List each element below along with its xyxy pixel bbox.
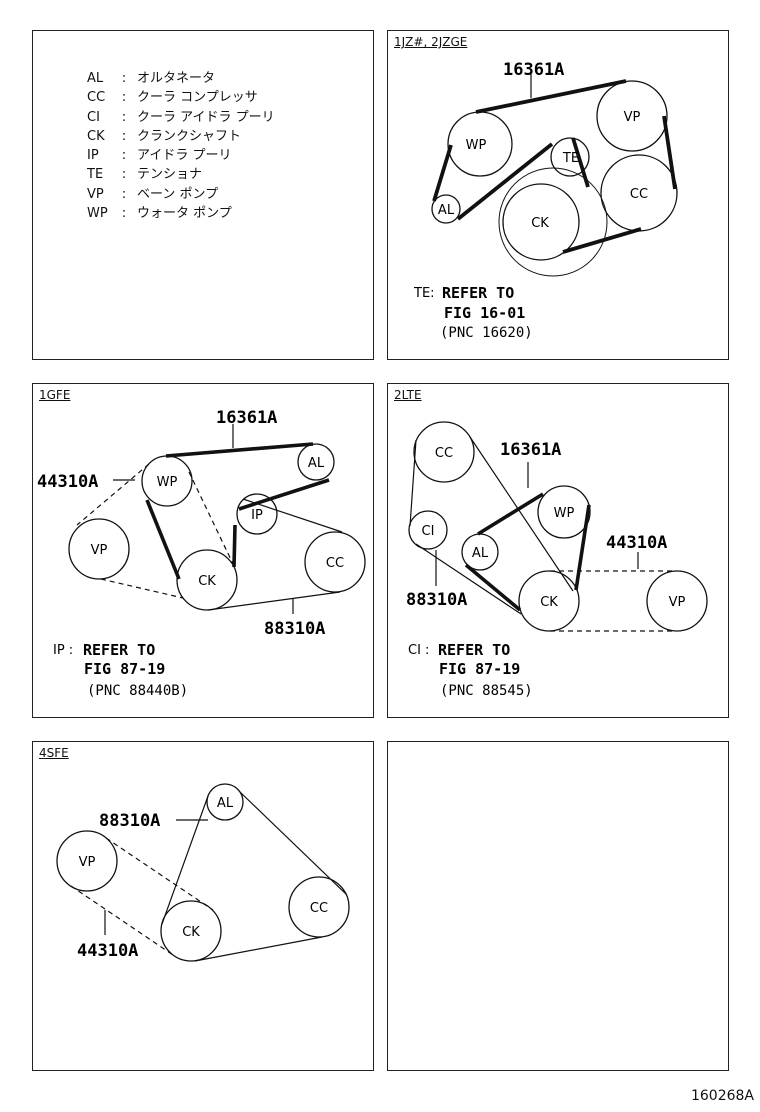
panel-1gfe: 1GFE — [32, 383, 374, 718]
legend-item: WP:ウォータ ポンプ — [87, 206, 232, 222]
label-vp: VP — [79, 855, 96, 870]
label-ci: CI — [422, 524, 435, 539]
pulley-cc — [413, 421, 475, 483]
figure-id: 160268A — [690, 1088, 754, 1104]
note-fig: FIG 87-19 — [84, 660, 165, 678]
part-no-44310a: 44310A — [606, 533, 667, 553]
pulley-ci — [408, 510, 448, 550]
belt-88310a — [207, 498, 343, 611]
note-fig: FIG 87-19 — [439, 660, 520, 678]
label-vp: VP — [91, 543, 108, 558]
legend-item: CI:クーラ アイドラ プーリ — [87, 109, 275, 125]
panel-1jz-2jzge: 1JZ#, 2JZGE 16361A WP VP TE AL — [387, 30, 729, 360]
legend-item: AL:オルタネータ — [87, 71, 216, 86]
panel-tag: 4SFE — [39, 746, 69, 760]
label-cc: CC — [326, 556, 344, 571]
pulley-te — [550, 137, 590, 177]
leader-lines — [104, 819, 208, 935]
part-no-44310a: 44310A — [37, 472, 98, 492]
legend-item: VP:ベーン ポンプ — [87, 186, 219, 202]
note-key: IP : — [53, 643, 73, 658]
note-key: TE: — [413, 286, 435, 301]
pulley-ck — [160, 900, 222, 962]
label-cc: CC — [435, 446, 453, 461]
part-no-44310a: 44310A — [77, 941, 138, 961]
label-al: AL — [308, 456, 325, 471]
legend-item: CK:クランクシャフト — [87, 128, 242, 144]
pulley-wp — [537, 485, 591, 539]
label-te: TE — [562, 151, 579, 166]
belt-88310a — [161, 791, 348, 962]
pulley-ck-outer — [498, 167, 608, 277]
legend-panel: AL:オルタネータ CC:クーラ コンプレッサ CI:クーラ アイドラ プーリ … — [32, 30, 374, 360]
part-no-88310a: 88310A — [99, 811, 160, 831]
note-key: CI : — [408, 643, 429, 658]
leader-lines — [113, 424, 294, 614]
empty-panel — [387, 741, 729, 1071]
label-al: AL — [438, 203, 455, 218]
belt-44310a — [550, 570, 675, 632]
pulley-cc — [304, 531, 366, 593]
panel-4sfe: 4SFE 88310A 44310A AL VP — [32, 741, 374, 1071]
legend-item: IP:アイドラ プーリ — [87, 148, 232, 164]
belt-88310a — [409, 436, 574, 615]
label-vp: VP — [624, 110, 641, 125]
pulley-ck — [518, 570, 580, 632]
note-pnc: (PNC 88545) — [440, 683, 533, 699]
label-ck: CK — [531, 216, 549, 231]
label-ck: CK — [198, 574, 216, 589]
part-no-16361a: 16361A — [503, 60, 564, 80]
label-al: AL — [217, 796, 234, 811]
belt-16361a — [145, 442, 330, 580]
part-no-16361a: 16361A — [500, 440, 561, 460]
note-refer: REFER TO — [442, 284, 514, 302]
note-refer: REFER TO — [438, 641, 510, 659]
label-ck: CK — [540, 595, 558, 610]
part-no-16361a: 16361A — [216, 408, 277, 428]
panel-tag: 1JZ#, 2JZGE — [394, 35, 468, 49]
panel-tag: 1GFE — [39, 388, 71, 402]
label-ck: CK — [182, 925, 200, 940]
label-wp: WP — [157, 475, 178, 490]
label-wp: WP — [554, 506, 575, 521]
belt-16361a — [432, 79, 677, 254]
belt-diagram-2lte: 16361A 44310A 88310A CC WP CI AL CK VP C… — [406, 421, 708, 699]
pulley-al — [297, 443, 335, 481]
label-cc: CC — [310, 901, 328, 916]
belt-44310a — [76, 463, 235, 599]
label-vp: VP — [669, 595, 686, 610]
pulley-ck — [502, 183, 580, 261]
note-fig: FIG 16-01 — [444, 304, 525, 322]
pulley-al — [206, 783, 244, 821]
belt-16361a — [464, 492, 591, 612]
label-wp: WP — [466, 138, 487, 153]
part-no-88310a: 88310A — [406, 590, 467, 610]
legend-item: TE:テンショナ — [87, 167, 203, 183]
belt-diagram-4sfe: 88310A 44310A AL VP CC CK — [56, 783, 350, 962]
pulley-vp — [646, 570, 708, 632]
panel-tag: 2LTE — [394, 388, 422, 402]
leader-lines — [435, 462, 639, 586]
belt-diagram-1gfe: 16361A 44310A 88310A WP AL IP VP CK CC I… — [37, 408, 366, 699]
pulley-al — [431, 194, 461, 224]
note-pnc: (PNC 16620) — [440, 325, 533, 341]
belt-44310a — [70, 837, 214, 956]
belt-diagram-jz: 16361A WP VP TE AL CK CC TE: REFER TO FI… — [413, 60, 678, 341]
pulley-vp — [68, 518, 130, 580]
note-pnc: (PNC 88440B) — [87, 683, 188, 699]
label-cc: CC — [630, 187, 648, 202]
part-no-88310a: 88310A — [264, 619, 325, 639]
label-al: AL — [472, 546, 489, 561]
label-ip: IP — [251, 508, 263, 523]
note-refer: REFER TO — [83, 641, 155, 659]
pulley-vp — [56, 830, 118, 892]
pulley-vp — [596, 80, 668, 152]
legend-item: CC:クーラ コンプレッサ — [87, 90, 258, 106]
pulley-ck — [176, 549, 238, 611]
pulley-ip — [236, 493, 278, 535]
panel-2lte: 2LTE — [387, 383, 729, 718]
legend-list: AL:オルタネータ CC:クーラ コンプレッサ CI:クーラ アイドラ プーリ … — [87, 69, 275, 223]
